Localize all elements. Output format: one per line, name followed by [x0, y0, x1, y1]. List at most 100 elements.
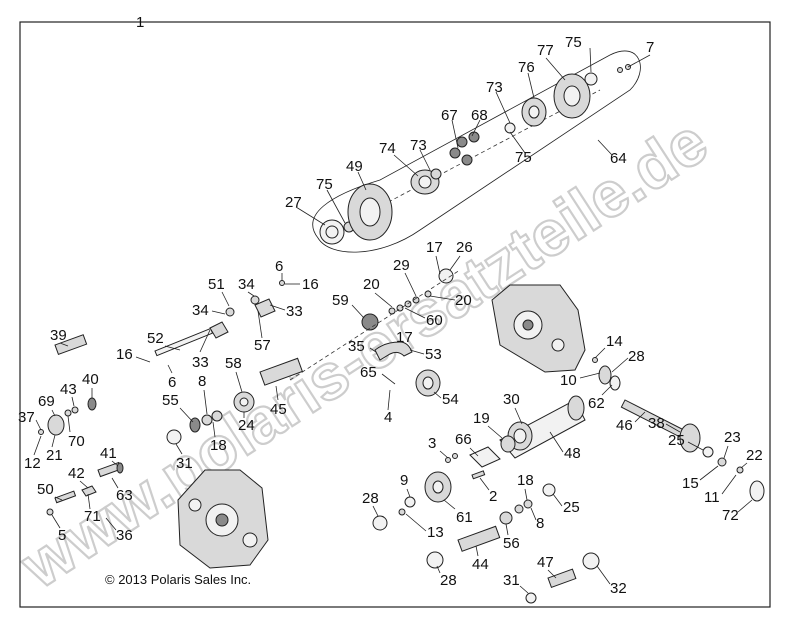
callout-69: 69	[38, 393, 55, 410]
callout-44: 44	[472, 556, 489, 573]
callout-5: 5	[58, 527, 66, 544]
callout-74: 74	[379, 140, 396, 157]
lower-gear-set	[372, 470, 600, 604]
callout-77: 77	[537, 42, 554, 59]
callout-76: 76	[518, 59, 535, 76]
right-output-shaft	[592, 357, 765, 502]
callout-25: 25	[668, 432, 685, 449]
callout-8: 8	[198, 373, 206, 390]
callout-35: 35	[348, 338, 365, 355]
callout-7: 7	[646, 39, 654, 56]
callout-53: 53	[425, 346, 442, 363]
callout-75b: 75	[316, 176, 333, 193]
callout-55: 55	[162, 392, 179, 409]
callout-49: 49	[346, 158, 363, 175]
callout-28c: 28	[440, 572, 457, 589]
callout-10: 10	[560, 372, 577, 389]
callout-32: 32	[610, 580, 627, 597]
callout-17: 17	[426, 239, 443, 256]
callout-67: 67	[441, 107, 458, 124]
callout-17b: 17	[396, 329, 413, 346]
callout-75c: 75	[515, 149, 532, 166]
callout-29: 29	[393, 257, 410, 274]
callout-70: 70	[68, 433, 85, 450]
callout-30: 30	[503, 391, 520, 408]
callout-68: 68	[471, 107, 488, 124]
callout-26: 26	[456, 239, 473, 256]
callout-38: 38	[648, 415, 665, 432]
callout-48: 48	[564, 445, 581, 462]
callout-16: 16	[302, 276, 319, 293]
callout-62: 62	[588, 395, 605, 412]
callout-41: 41	[100, 445, 117, 462]
callout-54: 54	[442, 391, 459, 408]
callout-8b: 8	[536, 515, 544, 532]
callout-19: 19	[473, 410, 490, 427]
callout-36: 36	[116, 527, 133, 544]
callout-31: 31	[176, 455, 193, 472]
callout-15: 15	[682, 475, 699, 492]
top-gear-train	[319, 64, 631, 245]
shift-assembly	[154, 268, 461, 381]
callout-6: 6	[275, 258, 283, 275]
callout-23: 23	[724, 429, 741, 446]
callout-20: 20	[363, 276, 380, 293]
callout-43: 43	[60, 381, 77, 398]
callout-3: 3	[428, 435, 436, 452]
callout-25b: 25	[563, 499, 580, 516]
callout-73: 73	[486, 79, 503, 96]
diagram-frame	[19, 21, 771, 608]
callout-46: 46	[616, 417, 633, 434]
callout-57: 57	[254, 337, 271, 354]
callout-71: 71	[84, 508, 101, 525]
callout-42: 42	[68, 465, 85, 482]
callout-28: 28	[628, 348, 645, 365]
shift-fork	[374, 341, 413, 361]
assembly-callout: 1	[136, 14, 144, 31]
callout-33b: 33	[192, 354, 209, 371]
output-shaft-housing	[445, 395, 586, 468]
callout-11: 11	[704, 489, 720, 506]
copyright-text: © 2013 Polaris Sales Inc.	[105, 572, 251, 587]
callout-21: 21	[46, 447, 63, 464]
callout-34: 34	[238, 276, 255, 293]
callout-66: 66	[455, 431, 472, 448]
callout-51: 51	[208, 276, 225, 293]
callout-18b: 18	[517, 472, 534, 489]
callout-4: 4	[384, 409, 392, 426]
callout-24: 24	[238, 417, 255, 434]
callout-labels: 75 7 77 76 73 67 68 74 73 49 75 27 64 75…	[18, 34, 763, 597]
callout-52: 52	[147, 330, 164, 347]
callout-33: 33	[286, 303, 303, 320]
callout-13: 13	[427, 524, 444, 541]
callout-18: 18	[210, 437, 227, 454]
callout-14: 14	[606, 333, 623, 350]
callout-39: 39	[50, 327, 67, 344]
callout-12: 12	[24, 455, 41, 472]
right-housing	[491, 284, 586, 373]
callout-6b: 6	[168, 374, 176, 391]
callout-22: 22	[746, 447, 763, 464]
callout-56: 56	[503, 535, 520, 552]
callout-31b: 31	[503, 572, 520, 589]
callout-16b: 16	[116, 346, 133, 363]
callout-37: 37	[18, 409, 35, 426]
callout-45: 45	[270, 401, 287, 418]
callout-2: 2	[489, 488, 497, 505]
callout-59: 59	[332, 292, 349, 309]
callout-40: 40	[82, 371, 99, 388]
callout-58: 58	[225, 355, 242, 372]
callout-9: 9	[400, 472, 408, 489]
callout-50: 50	[37, 481, 54, 498]
callout-34b: 34	[192, 302, 209, 319]
left-small-parts	[38, 334, 124, 516]
callout-75: 75	[565, 34, 582, 51]
left-housing	[177, 469, 269, 569]
callout-27: 27	[285, 194, 302, 211]
callout-64: 64	[610, 150, 627, 167]
callout-60: 60	[426, 312, 443, 329]
callout-61: 61	[456, 509, 473, 526]
callout-28b: 28	[362, 490, 379, 507]
